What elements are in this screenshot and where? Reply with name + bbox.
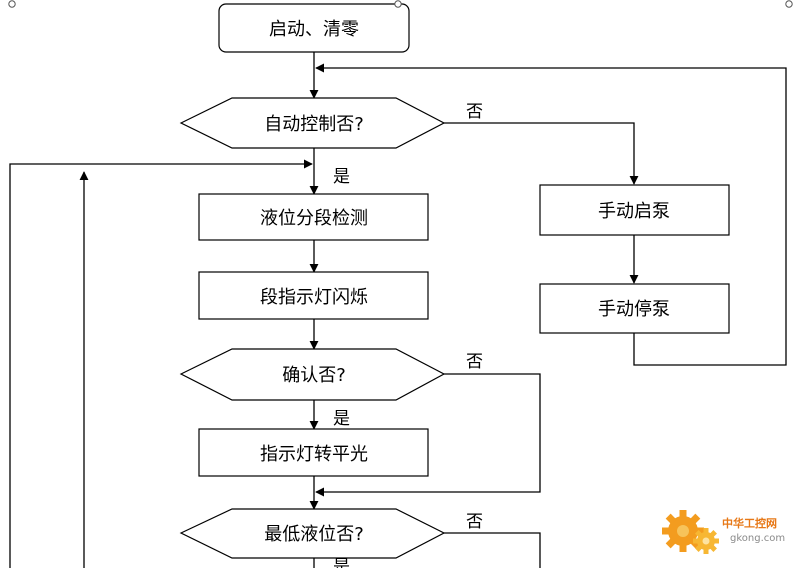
watermark-brand: 中华工控网 xyxy=(722,516,777,530)
node-manual-stop-label: 手动停泵 xyxy=(598,299,670,320)
gear-large-icon xyxy=(662,510,704,552)
edge-auto-no xyxy=(444,122,639,185)
handle-top-center-icon[interactable] xyxy=(394,0,402,8)
label-auto-yes: 是 xyxy=(333,167,350,187)
edge-labels: 否 是 否 是 否 是 xyxy=(333,102,483,568)
node-segment-flash[interactable]: 段指示灯闪烁 xyxy=(198,271,429,320)
decision-confirm[interactable]: 确认否? xyxy=(179,348,446,401)
node-manual-start-label: 手动启泵 xyxy=(598,201,670,222)
node-segment-flash-label: 段指示灯闪烁 xyxy=(260,287,368,308)
handle-top-right-icon[interactable] xyxy=(785,0,793,8)
edge-min-no xyxy=(444,532,541,568)
watermark: 中华工控网 gkong.com xyxy=(662,510,785,554)
selection-handles xyxy=(8,0,793,8)
decision-confirm-label: 确认否? xyxy=(282,365,346,386)
node-manual-stop[interactable]: 手动停泵 xyxy=(539,283,730,334)
decision-auto-control[interactable]: 自动控制否? xyxy=(179,97,446,149)
flow-edges xyxy=(9,52,787,568)
node-start-label: 启动、清零 xyxy=(269,19,359,40)
gear-small-icon xyxy=(693,528,719,554)
node-light-steady-label: 指示灯转平光 xyxy=(260,444,368,465)
decision-min-level[interactable]: 最低液位否? xyxy=(179,508,446,559)
decision-auto-control-label: 自动控制否? xyxy=(264,114,364,135)
label-confirm-no: 否 xyxy=(466,352,483,372)
decision-min-level-label: 最低液位否? xyxy=(264,524,364,545)
node-level-detect[interactable]: 液位分段检测 xyxy=(198,193,429,241)
label-min-yes: 是 xyxy=(333,557,350,568)
node-light-steady[interactable]: 指示灯转平光 xyxy=(198,428,429,477)
flow-nodes: 启动、清零 自动控制否? 液位分段检测 段指示灯闪烁 确认否? 指示灯转平光 最… xyxy=(179,3,730,559)
node-level-detect-label: 液位分段检测 xyxy=(260,208,368,229)
watermark-site: gkong.com xyxy=(730,533,785,544)
node-manual-start[interactable]: 手动启泵 xyxy=(539,184,730,236)
handle-top-left-icon[interactable] xyxy=(8,0,16,8)
edge-confirm-no xyxy=(315,373,541,497)
label-min-no: 否 xyxy=(466,512,483,532)
edge-outer-loop-return xyxy=(9,159,313,568)
label-auto-no: 否 xyxy=(466,102,483,122)
edge-manual-return xyxy=(315,63,787,366)
node-start[interactable]: 启动、清零 xyxy=(218,3,410,53)
label-confirm-yes: 是 xyxy=(333,409,350,429)
